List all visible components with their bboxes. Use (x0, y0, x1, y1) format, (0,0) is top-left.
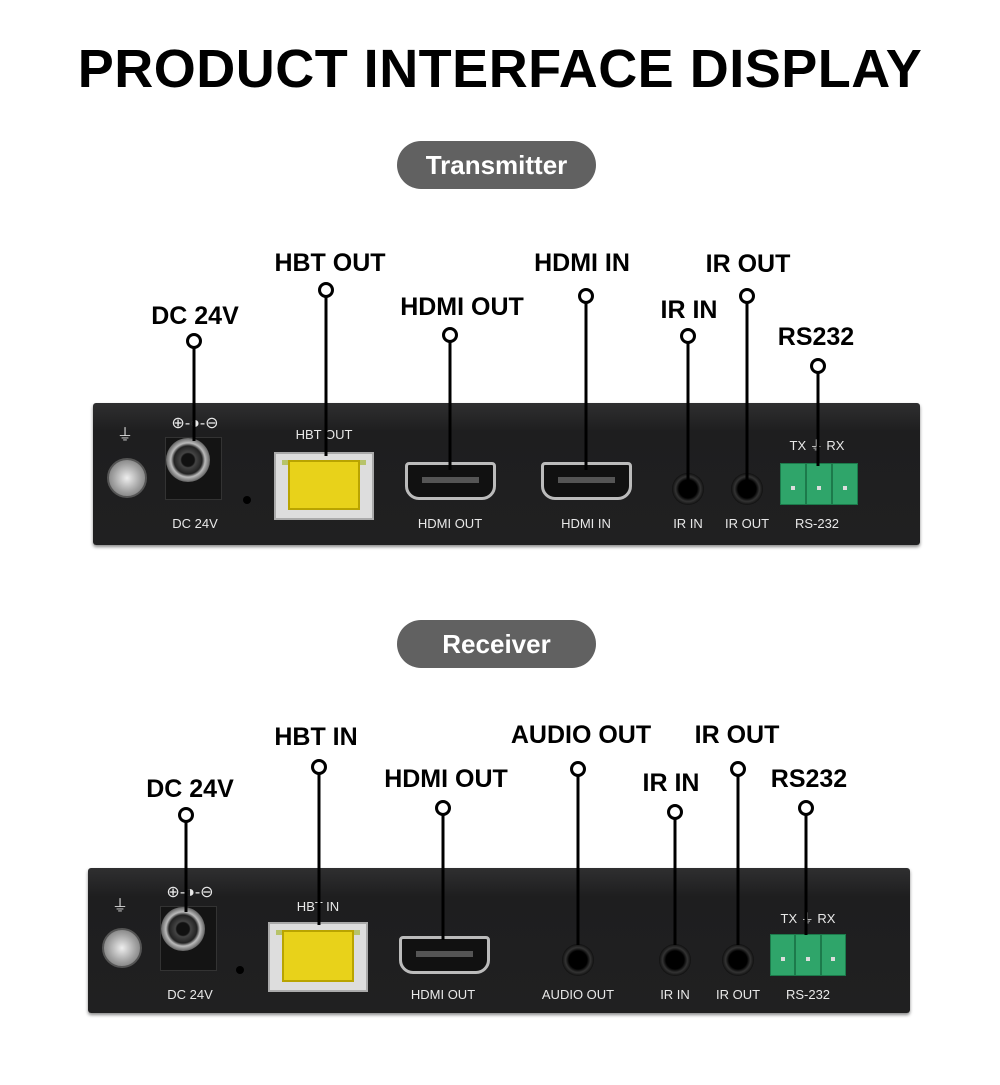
transmitter-heading: Transmitter (397, 141, 596, 189)
callout-line (673, 812, 677, 945)
callout-rs232: RS232 (770, 765, 848, 793)
callout-line (576, 769, 580, 945)
callout-line (317, 767, 321, 925)
callout-hdmi-in: HDMI IN (534, 249, 630, 277)
hbt-out-port (274, 452, 374, 520)
callout-hbt-out: HBT OUT (274, 249, 386, 277)
ground-screw (102, 928, 142, 968)
callout-ir-in: IR IN (660, 296, 718, 324)
callout-dc: DC 24V (151, 302, 239, 330)
ir-in-label: IR IN (660, 987, 690, 1002)
reset-hole (236, 966, 244, 974)
rs232-label: RS-232 (785, 987, 831, 1002)
callout-dot (311, 759, 327, 775)
ir-in-jack (659, 944, 691, 976)
callout-line (584, 296, 588, 470)
callout-dot (810, 358, 826, 374)
callout-line (745, 296, 749, 480)
callout-line (804, 808, 808, 935)
callout-line (324, 290, 328, 456)
ir-out-label: IR OUT (724, 516, 770, 531)
audio-out-jack (562, 944, 594, 976)
rs232-label: RS-232 (794, 516, 840, 531)
ir-out-jack (722, 944, 754, 976)
ground-icon: ⏚ (112, 898, 129, 915)
ground-icon: ⏚ (117, 427, 134, 444)
callout-dc: DC 24V (146, 775, 234, 803)
callout-dot (570, 761, 586, 777)
hdmi-out-label: HDMI OUT (410, 987, 476, 1002)
dc-power-port (165, 437, 222, 500)
callout-hdmi-out: HDMI OUT (400, 293, 524, 321)
callout-hbt-in: HBT IN (274, 723, 358, 751)
callout-line (192, 341, 196, 441)
callout-dot (739, 288, 755, 304)
rs232-terminal (770, 934, 846, 976)
transmitter-panel: ⏚ ⊕-◑-⊖ DC 24V HBT OUT HDMI OUT HDMI IN … (93, 403, 920, 545)
dc-label: DC 24V (167, 987, 213, 1002)
callout-dot (578, 288, 594, 304)
callout-ir-in: IR IN (642, 769, 700, 797)
reset-hole (243, 496, 251, 504)
callout-dot (435, 800, 451, 816)
callout-line (448, 335, 452, 470)
dc-label: DC 24V (172, 516, 218, 531)
dc-polarity-symbol: ⊕-◑-⊖ (166, 884, 214, 901)
page-title: PRODUCT INTERFACE DISPLAY (77, 39, 923, 99)
callout-line (184, 815, 188, 912)
callout-dot (178, 807, 194, 823)
callout-line (736, 769, 740, 945)
callout-line (441, 808, 445, 940)
callout-ir-out: IR OUT (705, 250, 791, 278)
callout-line (686, 336, 690, 480)
callout-dot (680, 328, 696, 344)
receiver-heading: Receiver (397, 620, 596, 668)
callout-audio-out: AUDIO OUT (510, 721, 652, 749)
callout-hdmi-out: HDMI OUT (384, 765, 508, 793)
ir-out-label: IR OUT (715, 987, 761, 1002)
callout-ir-out: IR OUT (694, 721, 780, 749)
rs232-terminal (780, 463, 858, 505)
ir-in-label: IR IN (673, 516, 703, 531)
hdmi-out-port (399, 936, 490, 974)
callout-dot (186, 333, 202, 349)
receiver-panel: ⏚ ⊕-◑-⊖ DC 24V HBT IN HDMI OUT AUDIO OUT… (88, 868, 910, 1013)
rs232-pins-label: TX ⏚ RX (780, 911, 836, 926)
callout-dot (667, 804, 683, 820)
hdmi-out-label: HDMI OUT (417, 516, 483, 531)
hdmi-in-label: HDMI IN (561, 516, 611, 531)
hbt-in-port (268, 922, 368, 992)
rj45-label: HBT OUT (295, 427, 353, 442)
audio-out-label: AUDIO OUT (541, 987, 615, 1002)
callout-dot (798, 800, 814, 816)
callout-rs232: RS232 (777, 323, 855, 351)
callout-dot (730, 761, 746, 777)
ground-screw (107, 458, 147, 498)
callout-line (816, 366, 820, 466)
callout-dot (318, 282, 334, 298)
callout-dot (442, 327, 458, 343)
dc-power-port (160, 906, 217, 971)
